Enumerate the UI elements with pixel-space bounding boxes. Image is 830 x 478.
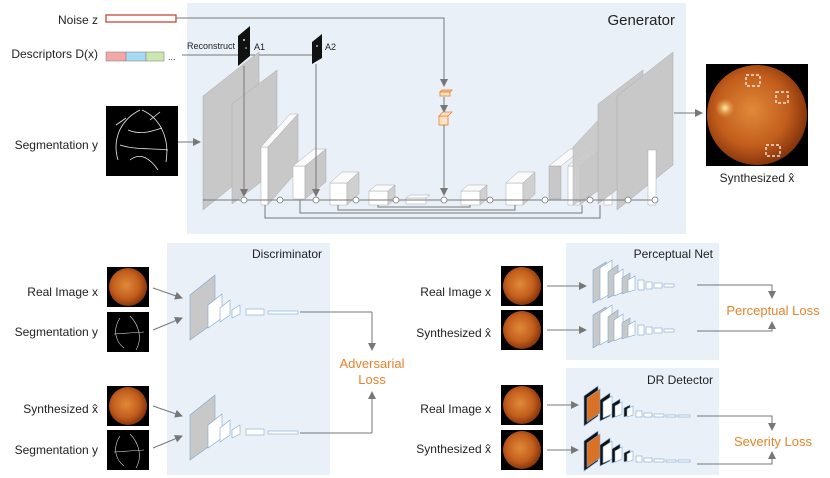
descriptors-label: Descriptors D(x) [11,47,98,61]
noise-arrow [176,17,448,87]
disc-net-1 [189,274,299,341]
discriminator-title: Discriminator [252,247,322,261]
a1-map [238,26,250,66]
noise-vector [105,14,177,23]
det-net-1 [583,385,691,427]
dec-block-3 [548,165,562,200]
severity-loss: Severity Loss [734,434,813,449]
disc-net-2 [189,394,299,461]
perc-real-label: Real Image x [420,285,491,299]
dec-block-2 [505,182,524,206]
generator-title: Generator [607,12,675,29]
disc-seg-label-2: Segmentation y [15,443,98,457]
disc-real-label: Real Image x [27,285,98,299]
det-real-label: Real Image x [420,402,491,416]
descriptor-cell-2 [125,51,147,62]
disc-seg-label-1: Segmentation y [15,325,98,339]
enc-block-4 [329,182,348,206]
dec-block-1 [460,190,481,206]
a2-map [312,34,322,64]
vessel-lines [115,109,169,171]
a2-label: A2 [325,42,336,52]
adversarial-loss-line1: Adversarial [339,356,404,371]
descriptor-cell-1 [105,51,127,62]
perceptual-title: Perceptual Net [634,247,714,261]
detector-title: DR Detector [647,373,713,387]
perc-net-2 [592,304,675,349]
det-synth-label: Synthesized x̂ [416,442,491,456]
descriptor-dots: ... [168,52,176,62]
perceptual-loss: Perceptual Loss [726,303,820,318]
output-label: Synthesized x̂ [720,171,795,185]
descriptor-cell-3 [145,51,165,62]
noise-block-2 [438,115,449,126]
enc-block-5 [368,190,389,206]
generator-unet [202,51,674,211]
disc-synth-label: Synthesized x̂ [23,402,98,416]
perc-net-1 [592,259,675,304]
enc-block-3 [292,165,306,200]
a1-label: A1 [254,42,265,52]
perc-synth-label: Synthesized x̂ [416,326,491,340]
det-net-2 [583,430,691,472]
bottleneck-block [405,197,427,205]
perceptual-panel [566,243,719,360]
adversarial-loss-line2: Loss [358,372,386,387]
dec-block-6 [616,51,674,211]
reconstruct-label: Reconstruct [187,41,236,51]
segmentation-label: Segmentation y [15,138,98,152]
noise-label: Noise z [58,13,98,27]
concat-nodes [240,196,659,204]
